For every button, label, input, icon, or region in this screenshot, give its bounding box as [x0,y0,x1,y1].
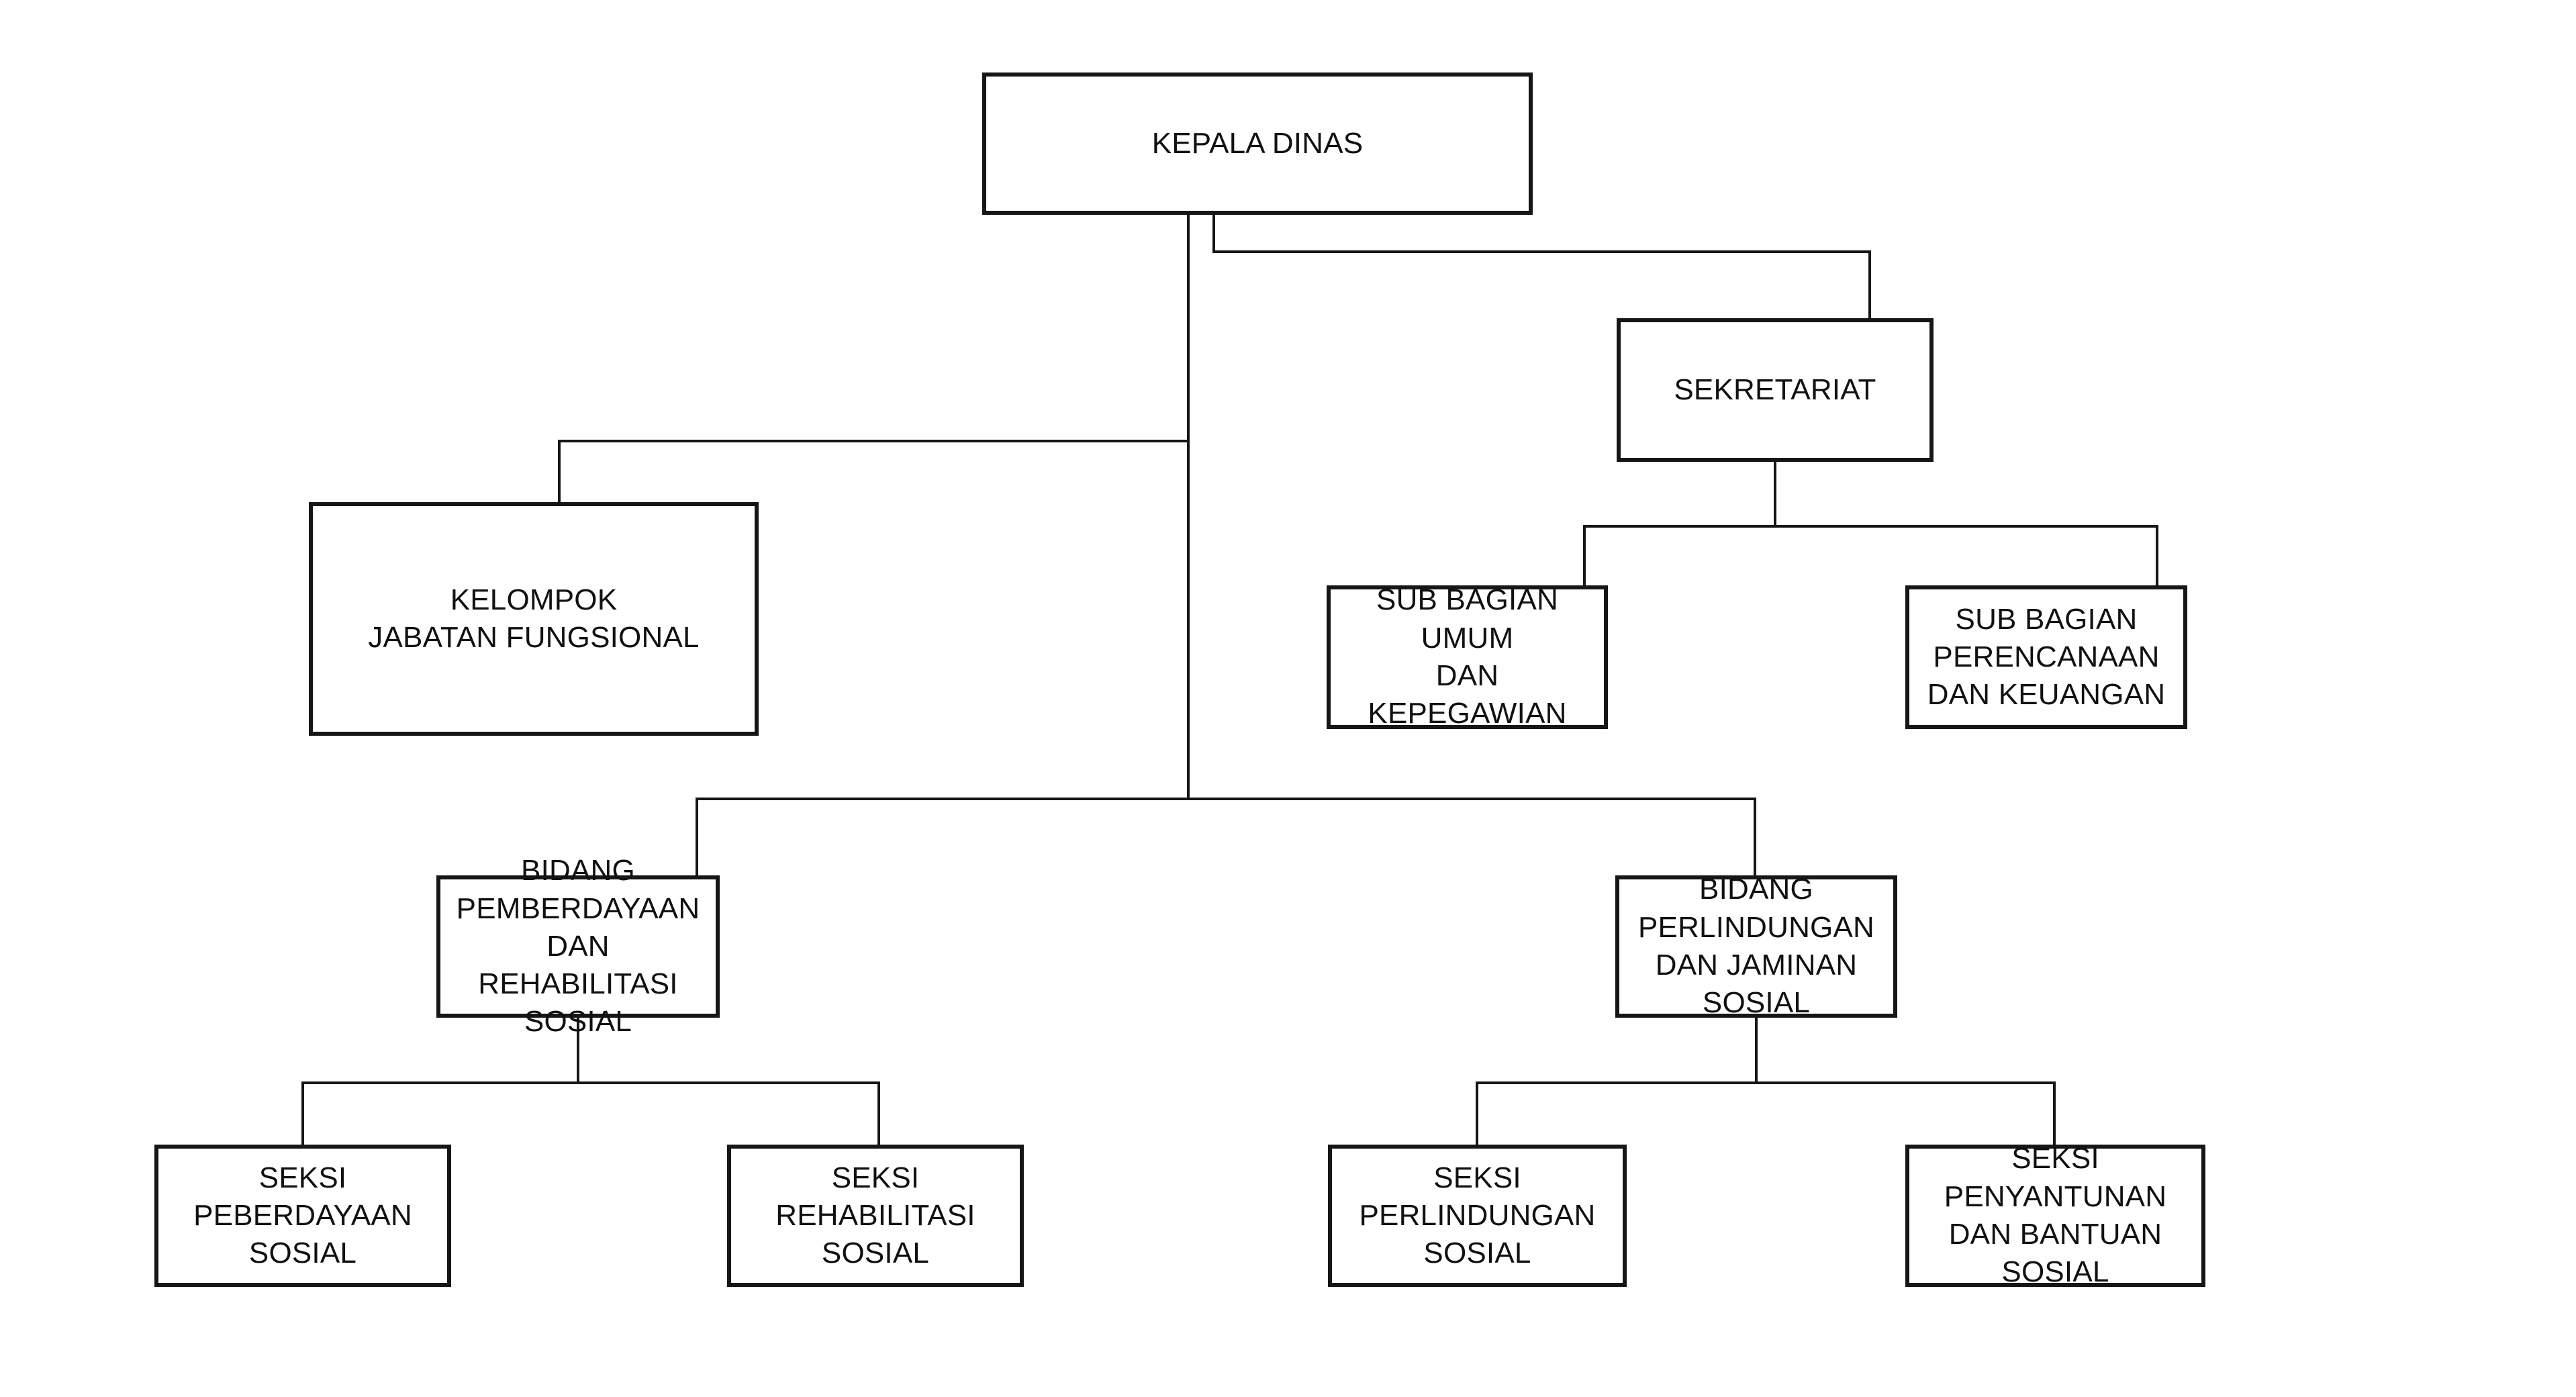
connector-bidang-perlindungan-drop [1754,798,1756,877]
connector-seksi-peberdayaan-drop [301,1081,304,1146]
connector-kepala-dinas-spine [1187,215,1190,800]
connector-bidang-pemberdayaan-drop [696,798,698,877]
node-bidang-pemberdayaan-dan-rehabilitasi-sosial-label: BIDANG PEMBERDAYAAN DAN REHABILITASI SOS… [456,854,700,1039]
node-kelompok-jabatan-fungsional[interactable]: KELOMPOK JABATAN FUNGSIONAL [309,502,759,736]
node-kelompok-jabatan-fungsional-label: KELOMPOK JABATAN FUNGSIONAL [368,583,700,654]
connector-kelompok-drop [558,440,561,503]
node-sekretariat[interactable]: SEKRETARIAT [1617,318,1934,462]
node-seksi-rehabilitasi-sosial-label: SEKSI REHABILITASI SOSIAL [775,1161,975,1270]
connector-sekretariat-stem [1774,462,1776,526]
connector-seksi-rehabilitasi-drop [877,1081,880,1146]
connector-kepala-dinas-to-sekretariat [1212,250,1871,253]
connector-sekretariat-branch-bar [1583,525,2158,528]
connector-kelompok-horizontal [559,440,1188,442]
node-seksi-peberdayaan-sosial[interactable]: SEKSI PEBERDAYAAN SOSIAL [154,1145,451,1287]
node-seksi-perlindungan-sosial[interactable]: SEKSI PERLINDUNGAN SOSIAL [1328,1145,1627,1287]
node-kepala-dinas-label: KEPALA DINAS [1151,126,1364,160]
node-sub-bagian-perencanaan-dan-keuangan-label: SUB BAGIAN PERENCANAAN DAN KEUANGAN [1927,602,2166,712]
connector-seksi-perlindungan-drop [1476,1081,1478,1146]
connector-seksi-penyantunan-drop [2053,1081,2056,1146]
node-bidang-perlindungan-dan-jaminan-sosial[interactable]: BIDANG PERLINDUNGAN DAN JAMINAN SOSIAL [1615,873,1897,1019]
node-seksi-peberdayaan-sosial-label: SEKSI PEBERDAYAAN SOSIAL [193,1161,412,1270]
node-bidang-pemberdayaan-dan-rehabilitasi-sosial[interactable]: BIDANG PEMBERDAYAAN DAN REHABILITASI SOS… [436,854,720,1038]
connector-kepala-dinas-right-drop [1212,215,1215,252]
connector-bidang-pemberdayaan-stem [577,1018,579,1083]
node-sub-bagian-umum-dan-kepegawian-label: SUB BAGIAN UMUM DAN KEPEGAWIAN [1368,583,1567,730]
node-seksi-rehabilitasi-sosial[interactable]: SEKSI REHABILITASI SOSIAL [727,1145,1024,1287]
connector-bidang-pemberdayaan-bar [301,1081,880,1084]
node-sub-bagian-umum-dan-kepegawian[interactable]: SUB BAGIAN UMUM DAN KEPEGAWIAN [1327,583,1608,730]
node-bidang-perlindungan-dan-jaminan-sosial-label: BIDANG PERLINDUNGAN DAN JAMINAN SOSIAL [1637,873,1874,1020]
node-sub-bagian-perencanaan-dan-keuangan[interactable]: SUB BAGIAN PERENCANAAN DAN KEUANGAN [1905,585,2187,729]
connector-bidang-perlindungan-bar [1476,1081,2056,1084]
connector-bidang-branch-bar [696,798,1756,800]
node-seksi-perlindungan-sosial-label: SEKSI PERLINDUNGAN SOSIAL [1359,1161,1596,1270]
node-sekretariat-label: SEKRETARIAT [1674,373,1876,406]
node-kepala-dinas[interactable]: KEPALA DINAS [982,73,1533,215]
node-seksi-penyantunan-dan-bantuan-sosial[interactable]: SEKSI PENYANTUNAN DAN BANTUAN SOSIAL [1905,1142,2205,1288]
connector-bidang-perlindungan-stem [1755,1018,1758,1083]
connector-sub-bagian-umum-drop [1583,525,1586,587]
node-seksi-penyantunan-dan-bantuan-sosial-label: SEKSI PENYANTUNAN DAN BANTUAN SOSIAL [1944,1142,2167,1289]
connector-sub-bagian-perencanaan-drop [2156,525,2158,587]
connector-sekretariat-drop [1868,250,1871,318]
